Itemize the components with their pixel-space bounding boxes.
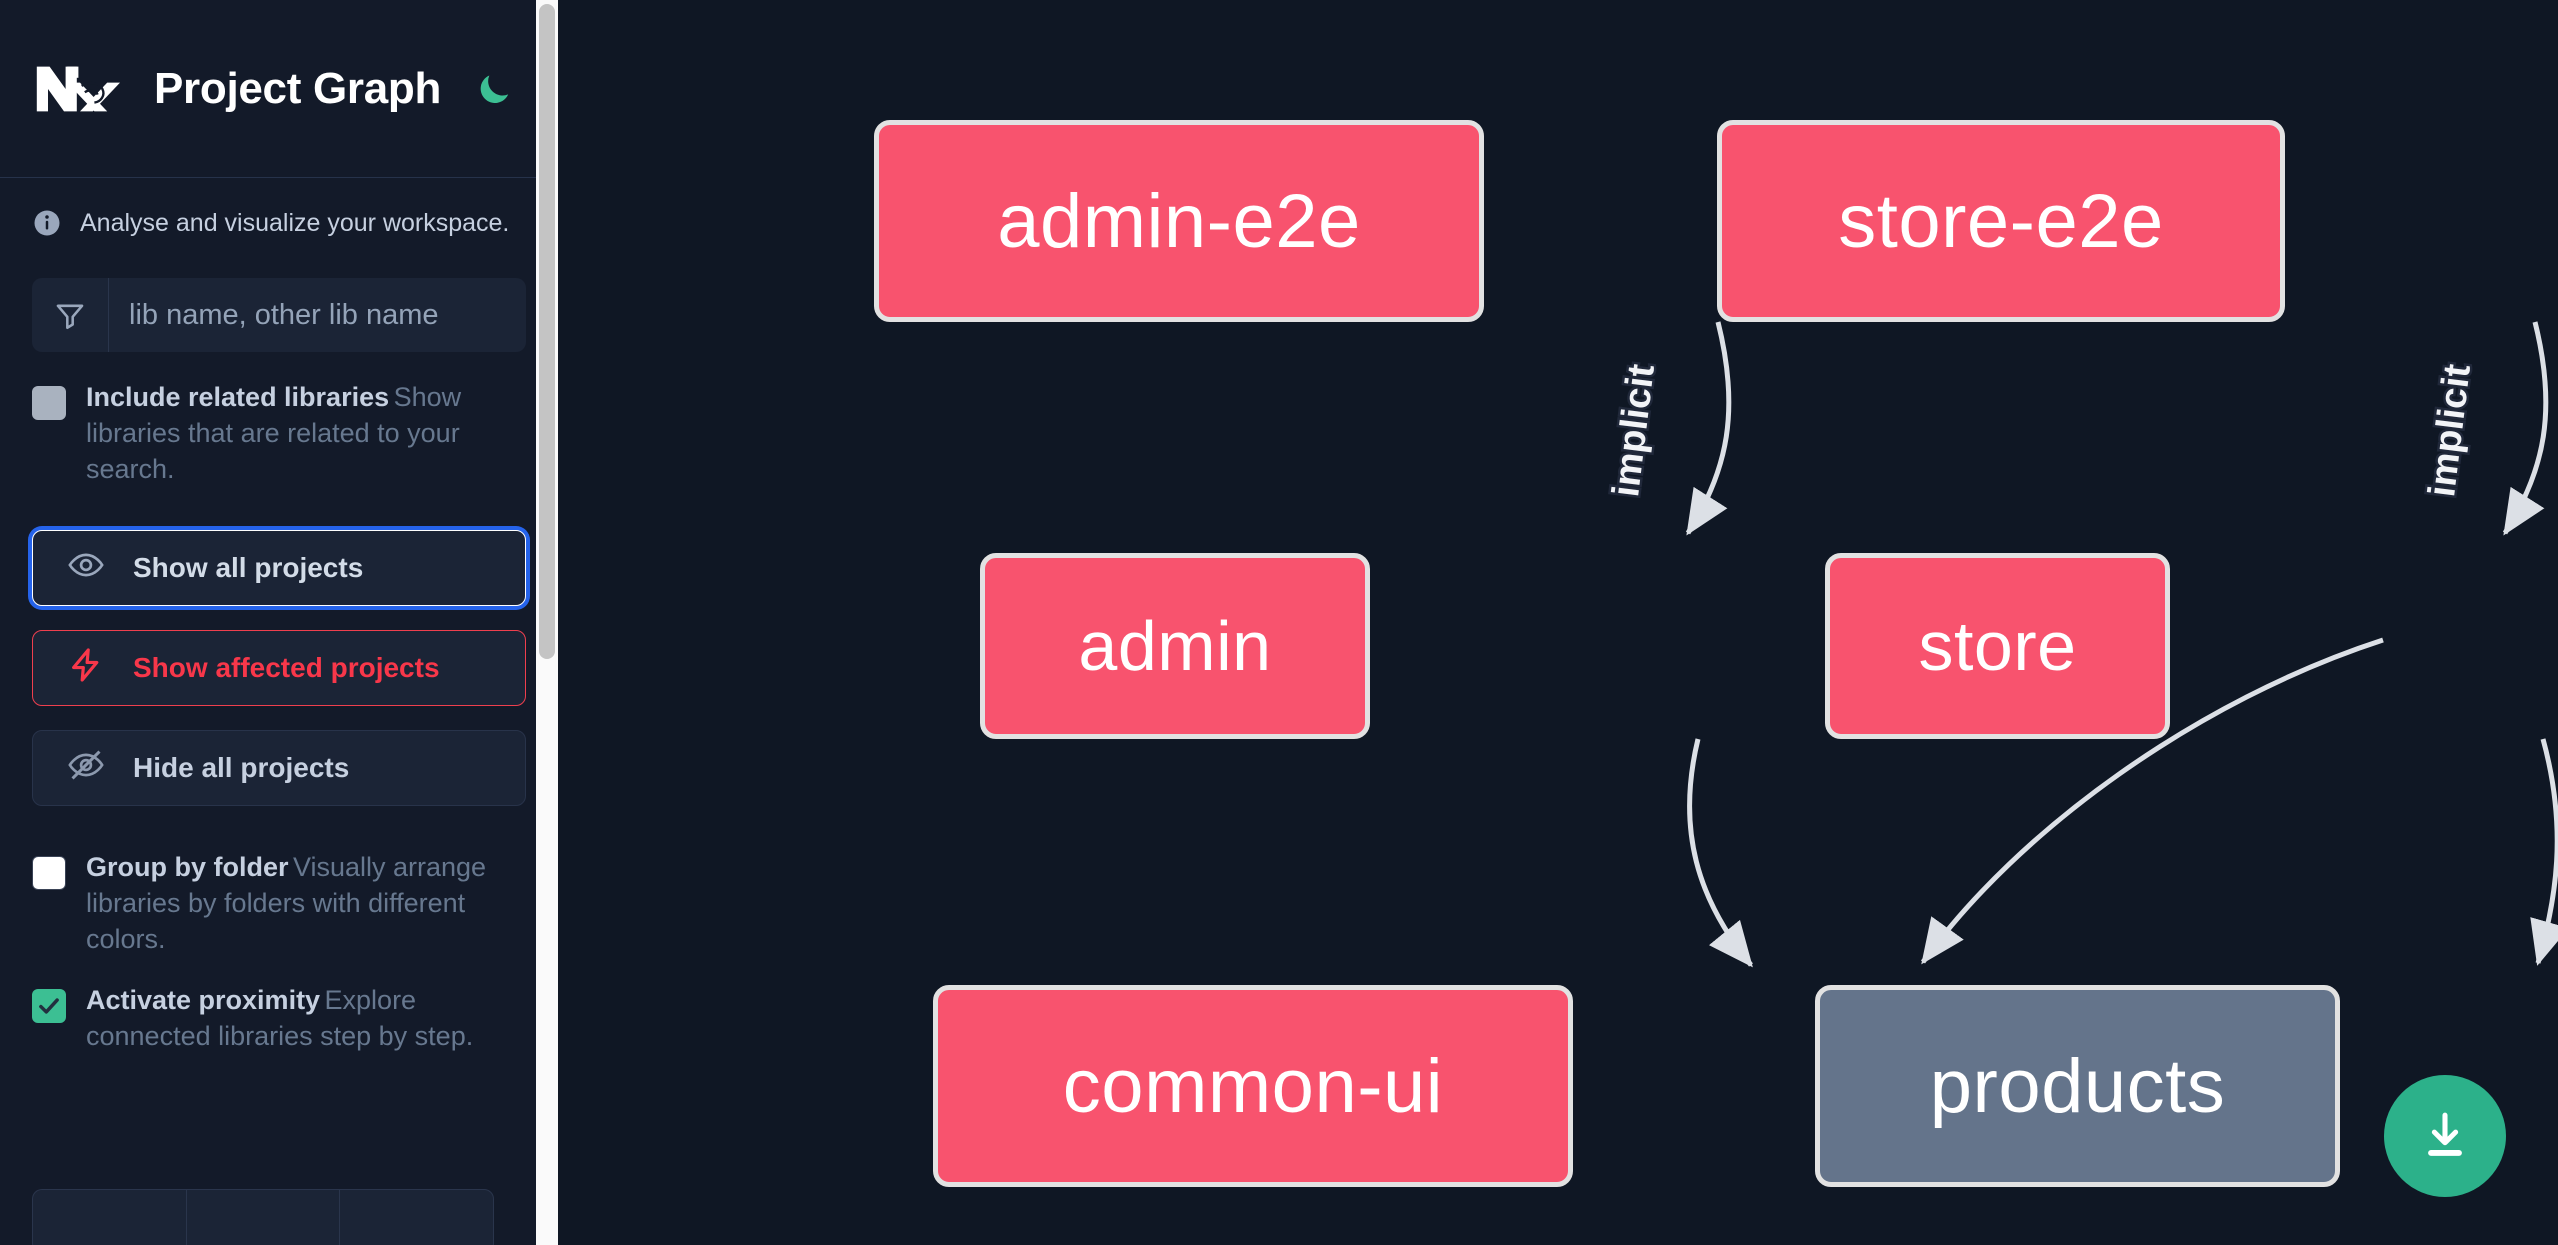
filter-funnel-icon[interactable] [32,278,109,352]
button-label: Show affected projects [133,651,440,683]
graph-node-label: store [1918,607,2077,685]
sidebar-subtitle-row: Analyse and visualize your workspace. [0,178,558,238]
download-graph-button[interactable] [2384,1075,2506,1197]
graph-node-admin-e2e[interactable]: admin-e2e [874,120,1484,322]
edge-label-implicit: implicit [2421,362,2479,499]
lightning-bolt-icon [67,646,105,689]
graph-edges: implicit implicit [1603,321,2558,968]
option-label: Activate proximity [86,985,321,1016]
checkbox-group-by-folder[interactable] [32,855,66,890]
option-label: Include related libraries [86,382,390,412]
option-group-by-folder[interactable]: Group by folder Visually arrange librari… [0,806,558,958]
moon-icon[interactable] [471,66,517,112]
option-label: Group by folder [86,851,289,882]
show-all-projects-button[interactable]: Show all projects [32,529,526,606]
segment-2[interactable] [185,1189,340,1245]
graph-node-products[interactable]: products [1815,985,2340,1187]
page-title: Project Graph [154,63,442,113]
search-bar [32,278,526,352]
bottom-segmented-control[interactable] [32,1189,495,1245]
graph-node-label: admin-e2e [997,178,1361,264]
search-input[interactable] [109,278,526,352]
eye-off-icon [67,746,105,789]
graph-node-label: products [1929,1043,2226,1129]
checkbox-include-related-libraries[interactable] [32,386,66,420]
graph-node-admin[interactable]: admin [980,553,1370,739]
sidebar: Project Graph Analyse and visualize your… [0,0,558,1245]
graph-node-common-ui[interactable]: common-ui [933,985,1573,1187]
eye-icon [67,546,105,589]
graph-node-store[interactable]: store [1825,553,2170,739]
sidebar-subtitle: Analyse and visualize your workspace. [80,208,510,237]
sidebar-scrollbar[interactable] [536,0,558,1245]
graph-node-label: store-e2e [1838,178,2164,264]
button-label: Show all projects [133,551,364,583]
segment-1[interactable] [32,1189,186,1245]
graph-canvas[interactable]: implicit implicit admin-e2e store-e2e admi… [558,0,2558,1245]
option-activate-proximity[interactable]: Activate proximity Explore connected lib… [0,957,558,1055]
graph-node-store-e2e[interactable]: store-e2e [1717,120,2285,322]
nx-logo-icon [32,57,128,121]
option-include-related-libraries[interactable]: Include related libraries Show libraries… [0,352,558,488]
segment-3[interactable] [339,1189,495,1245]
sidebar-header: Project Graph [0,0,558,178]
graph-node-label: common-ui [1062,1043,1444,1129]
project-visibility-buttons: Show all projects Show affected projects [32,529,526,806]
sidebar-scrollbar-thumb[interactable] [539,4,555,659]
hide-all-projects-button[interactable]: Hide all projects [32,729,526,806]
show-affected-projects-button[interactable]: Show affected projects [32,629,526,706]
info-circle-icon [32,208,62,238]
graph-node-label: admin [1078,607,1272,685]
option-description: Visually arrange libraries by folders wi… [86,851,487,954]
option-description: Explore connected libraries step by step… [86,985,474,1052]
edge-label-implicit: implicit [1605,362,1663,499]
button-label: Hide all projects [133,751,350,783]
checkbox-activate-proximity[interactable] [32,989,66,1024]
option-description: Show libraries that are related to your … [86,382,462,484]
